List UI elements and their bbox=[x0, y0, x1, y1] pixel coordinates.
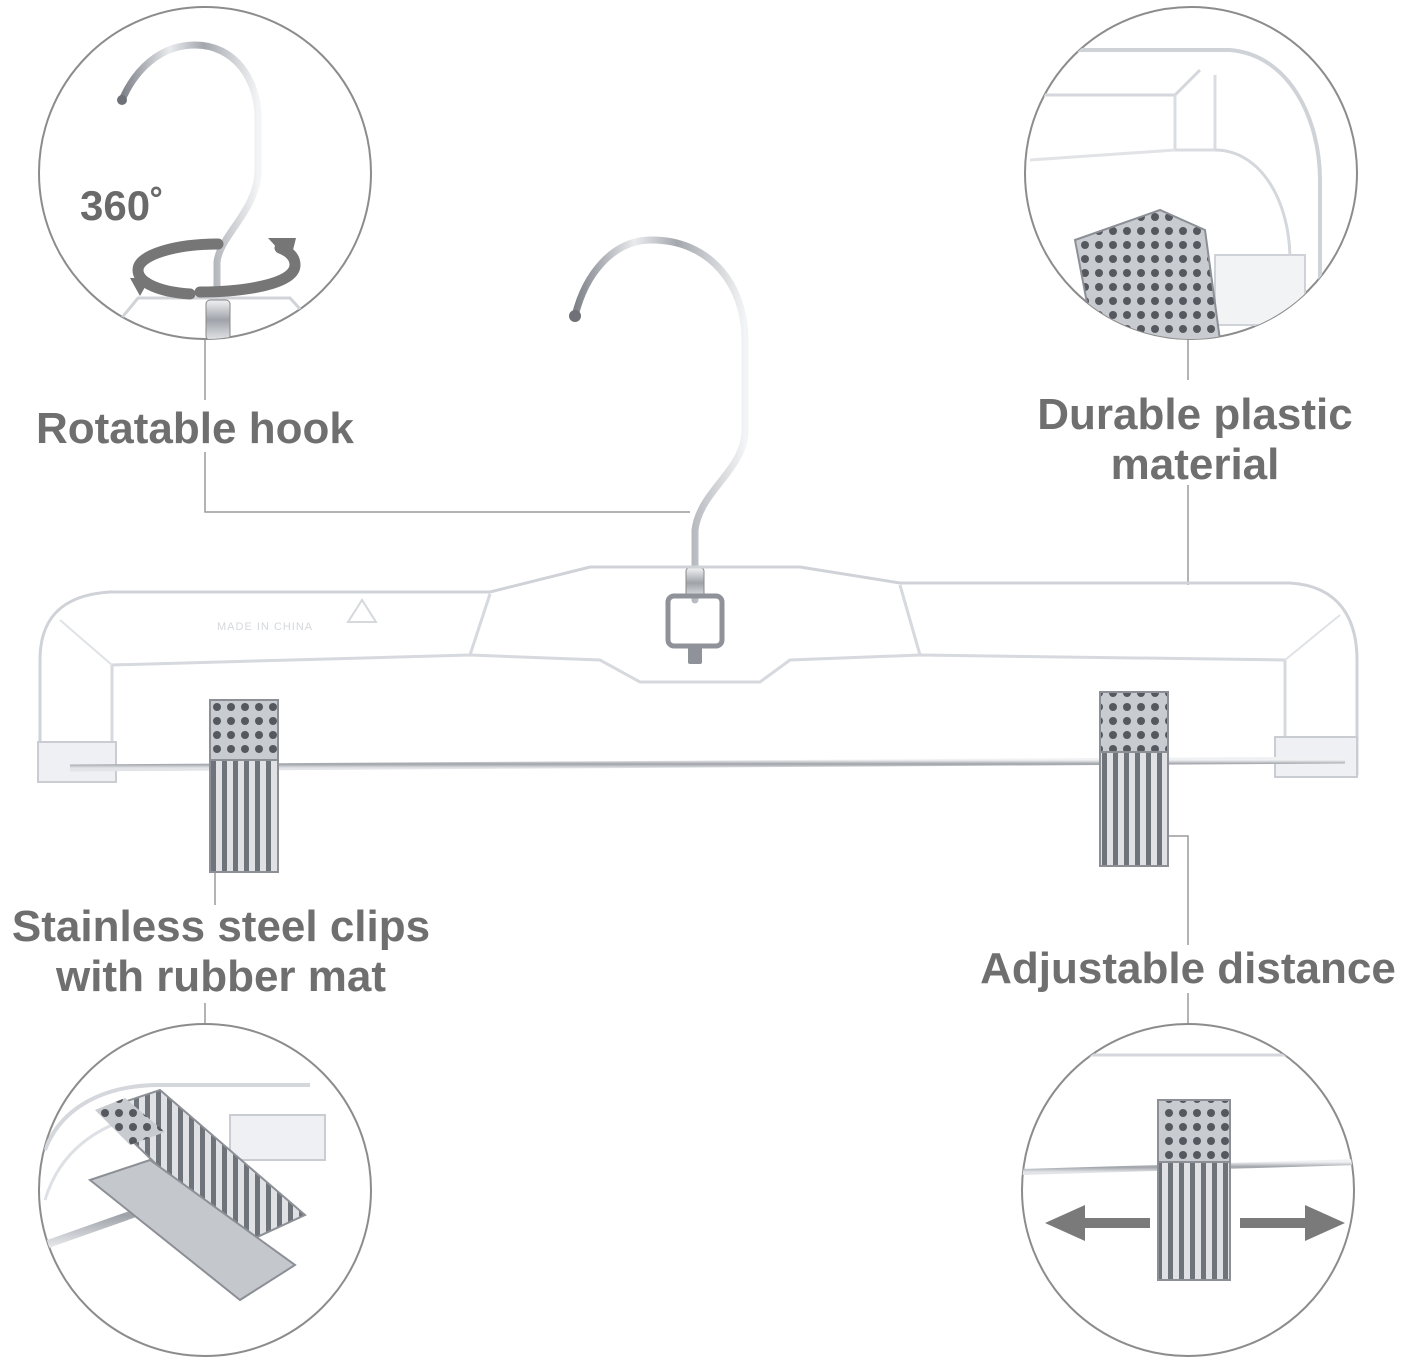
plastic-bar-outer bbox=[38, 565, 1359, 780]
hook-tip bbox=[569, 310, 581, 322]
plastic-bar-inner bbox=[110, 653, 1287, 750]
callout-adjust-top bbox=[1164, 835, 1189, 945]
detail-circle-hook bbox=[38, 6, 372, 340]
hanger-imprint: MADE IN CHINA bbox=[217, 621, 314, 633]
durable-plastic-line1: Durable plastic bbox=[1037, 390, 1353, 439]
durable-plastic-label: Durable plastic material bbox=[1010, 390, 1380, 490]
adjustable-distance-label: Adjustable distance bbox=[970, 944, 1406, 994]
detail-circle-clip bbox=[38, 1023, 372, 1357]
main-hanger bbox=[37, 236, 1359, 873]
double-arrow-icon bbox=[1045, 1205, 1345, 1241]
adjustable-distance-text: Adjustable distance bbox=[980, 944, 1396, 993]
hook-wire bbox=[571, 236, 749, 604]
callout-hook-bottom bbox=[204, 452, 690, 513]
detail-circle-adjustable bbox=[1021, 1023, 1355, 1357]
steel-clips-line1: Stainless steel clips bbox=[11, 902, 431, 951]
recycle-icon bbox=[346, 598, 378, 623]
clip-right bbox=[1099, 691, 1169, 867]
rotatable-hook-text: Rotatable hook bbox=[36, 404, 354, 453]
steel-clips-line2: with rubber mat bbox=[55, 952, 387, 1001]
rotation-degree-label: 360˚ bbox=[80, 182, 165, 229]
durable-plastic-line2: material bbox=[1110, 440, 1280, 489]
clip-left bbox=[209, 699, 279, 873]
steel-clips-label: Stainless steel clips with rubber mat bbox=[0, 902, 442, 1002]
rotatable-hook-label: Rotatable hook bbox=[36, 404, 376, 454]
detail-circle-plastic bbox=[1024, 6, 1358, 340]
